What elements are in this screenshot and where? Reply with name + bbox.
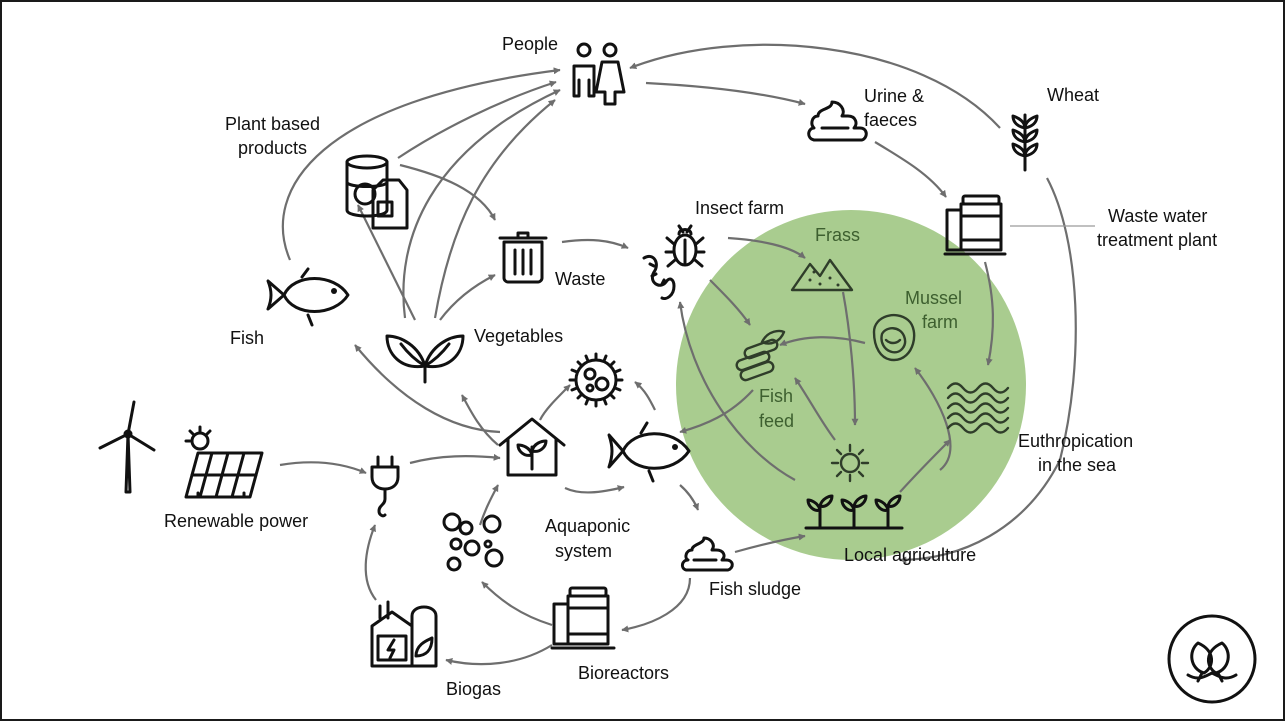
label-renewable: Renewable power	[164, 511, 308, 531]
label-fish-feed-line1: Fish	[759, 386, 793, 406]
label-aqua-line2: system	[555, 541, 612, 561]
plug-icon	[370, 455, 400, 518]
sun-icon	[830, 443, 870, 483]
wind-turbine-icon	[98, 400, 156, 494]
label-local-agriculture: Local agriculture	[844, 545, 976, 565]
pellets-icon	[735, 329, 786, 382]
label-waste: Waste	[555, 269, 605, 289]
water-tank-icon	[550, 586, 616, 650]
label-euthro-line1: Euthropication	[1018, 431, 1133, 451]
label-insect-farm: Insect farm	[695, 198, 784, 218]
fish-icon	[266, 267, 350, 327]
local-loop-circle	[676, 210, 1026, 560]
label-fish-feed-line2: feed	[759, 411, 794, 431]
fish-icon	[607, 421, 691, 483]
waves-icon	[946, 382, 1010, 434]
solar-panel-icon	[184, 425, 264, 499]
trash-bin-icon	[498, 231, 548, 284]
label-plant-line2: products	[238, 138, 307, 158]
people-icon	[572, 42, 626, 106]
canned-food-icon	[345, 154, 409, 230]
label-euthro-line2: in the sea	[1038, 455, 1117, 475]
greenhouse-icon	[498, 417, 566, 477]
label-people: People	[502, 34, 558, 54]
flow-arrows	[279, 43, 1095, 666]
biogas-plant-icon	[370, 600, 438, 668]
sprout-icon	[385, 334, 465, 384]
label-mussel-line1: Mussel	[905, 288, 962, 308]
label-aqua-line1: Aquaponic	[545, 516, 630, 536]
worm-icon	[642, 255, 676, 300]
mussel-icon	[872, 313, 916, 362]
bug-icon	[664, 224, 706, 268]
label-wheat: Wheat	[1047, 85, 1099, 105]
sand-pile-icon	[790, 258, 854, 292]
logo-icon	[1167, 614, 1257, 704]
label-mussel-line2: farm	[922, 312, 958, 332]
label-fish-sludge: Fish sludge	[709, 579, 801, 599]
bubbles-icon	[442, 512, 504, 572]
water-tank-icon	[943, 194, 1007, 256]
label-plant-line1: Plant based	[225, 114, 320, 134]
virus-icon	[568, 352, 624, 408]
label-wwtp-line2: treatment plant	[1097, 230, 1217, 250]
label-biogas: Biogas	[446, 679, 501, 699]
label-vegetables: Vegetables	[474, 326, 563, 346]
label-fish: Fish	[230, 328, 264, 348]
label-urine-line2: faeces	[864, 110, 917, 130]
labels: People Urine & faeces Wheat Plant based …	[164, 34, 1217, 699]
poop-icon	[807, 100, 868, 142]
wheat-icon	[1011, 113, 1039, 172]
label-wwtp-line1: Waste water	[1108, 206, 1207, 226]
crops-icon	[804, 494, 904, 530]
poop-icon	[680, 536, 734, 572]
label-urine-line1: Urine &	[864, 86, 924, 106]
label-frass: Frass	[815, 225, 860, 245]
label-bioreactors: Bioreactors	[578, 663, 669, 683]
